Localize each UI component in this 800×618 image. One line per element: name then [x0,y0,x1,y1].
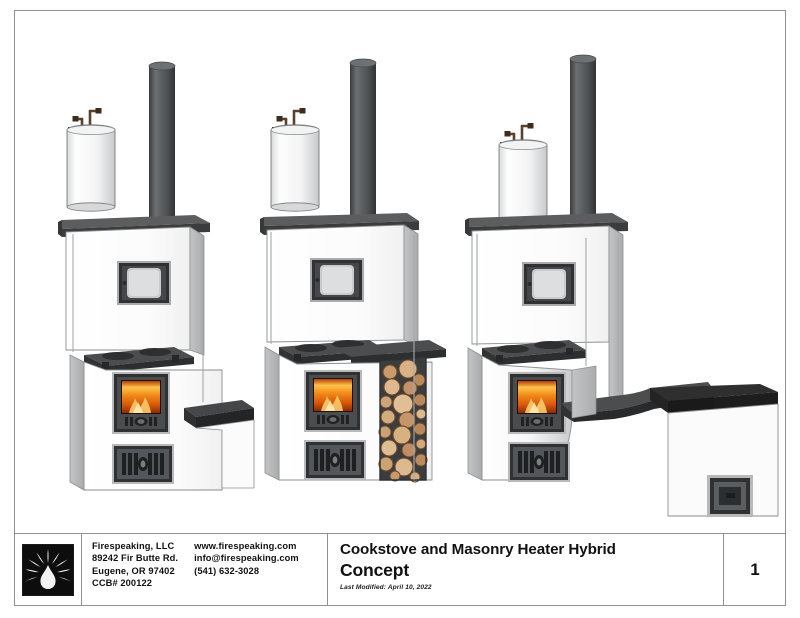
company-city-state-zip: Eugene, OR 97402 [92,565,175,576]
company-contact-block: www.firespeaking.com info@firespeaking.c… [194,540,299,590]
reference-lines-center [270,232,415,480]
water-tank-right [497,121,549,228]
sheet-title-cell: Cookstove and Masonry Heater Hybrid Conc… [328,534,724,606]
chimney-flue-left [148,61,176,220]
ash-door-center [304,440,366,480]
title-block: Firespeaking, LLC 89242 Fir Butte Rd. Eu… [14,533,786,606]
sheet-number: 1 [750,560,760,579]
bake-oven-door-center [310,258,364,302]
bake-oven-door-right [522,262,576,306]
cooktop-left [84,347,194,372]
company-info-cell: Firespeaking, LLC 89242 Fir Butte Rd. Eu… [82,534,328,606]
cooktop-right [482,340,586,365]
company-logo-cell [14,534,82,606]
company-phone: (541) 632-3028 [194,565,260,576]
bench-cleanout-door-right [707,475,753,517]
company-email[interactable]: info@firespeaking.com [194,553,299,564]
bake-oven-door-left [117,261,171,305]
water-tank-center [269,106,321,213]
firewood-storage-center [378,356,428,483]
wood-bay-slab-center [334,340,446,365]
chimney-flue-center [349,58,377,220]
view-left-elevation [58,61,255,491]
connecting-flue-right [571,365,597,419]
reference-lines-left [72,234,204,402]
firebox-door-center [304,370,362,432]
stacked-firewood [378,359,428,483]
sheet-title-line2: Concept [340,560,409,580]
ash-door-right [508,442,570,482]
company-license: CCB# 200122 [92,578,153,589]
firespeaking-flame-icon [21,544,74,596]
view-right-elevation [465,54,779,517]
company-address-block: Firespeaking, LLC 89242 Fir Butte Rd. Eu… [92,540,178,590]
firebox-door-left [112,372,170,434]
firebox-door-right [508,372,566,434]
company-street: 89242 Fir Butte Rd. [92,553,179,564]
ash-door-left [112,444,174,484]
drawing-canvas [14,10,786,533]
side-bench-left [184,400,255,489]
sheet-title-line1: Cookstove and Masonry Heater Hybrid [340,541,616,558]
last-modified-label: Last Modified: April 10, 2022 [340,584,432,591]
reference-lines-right [476,234,619,392]
chimney-flue-right [569,54,597,220]
bench-slab-right [650,384,778,413]
view-center-elevation [260,58,446,483]
sheet-number-cell: 1 [724,534,786,606]
company-name: Firespeaking, LLC [92,541,175,551]
company-website[interactable]: www.firespeaking.com [194,541,297,551]
water-tank-left [65,106,117,213]
